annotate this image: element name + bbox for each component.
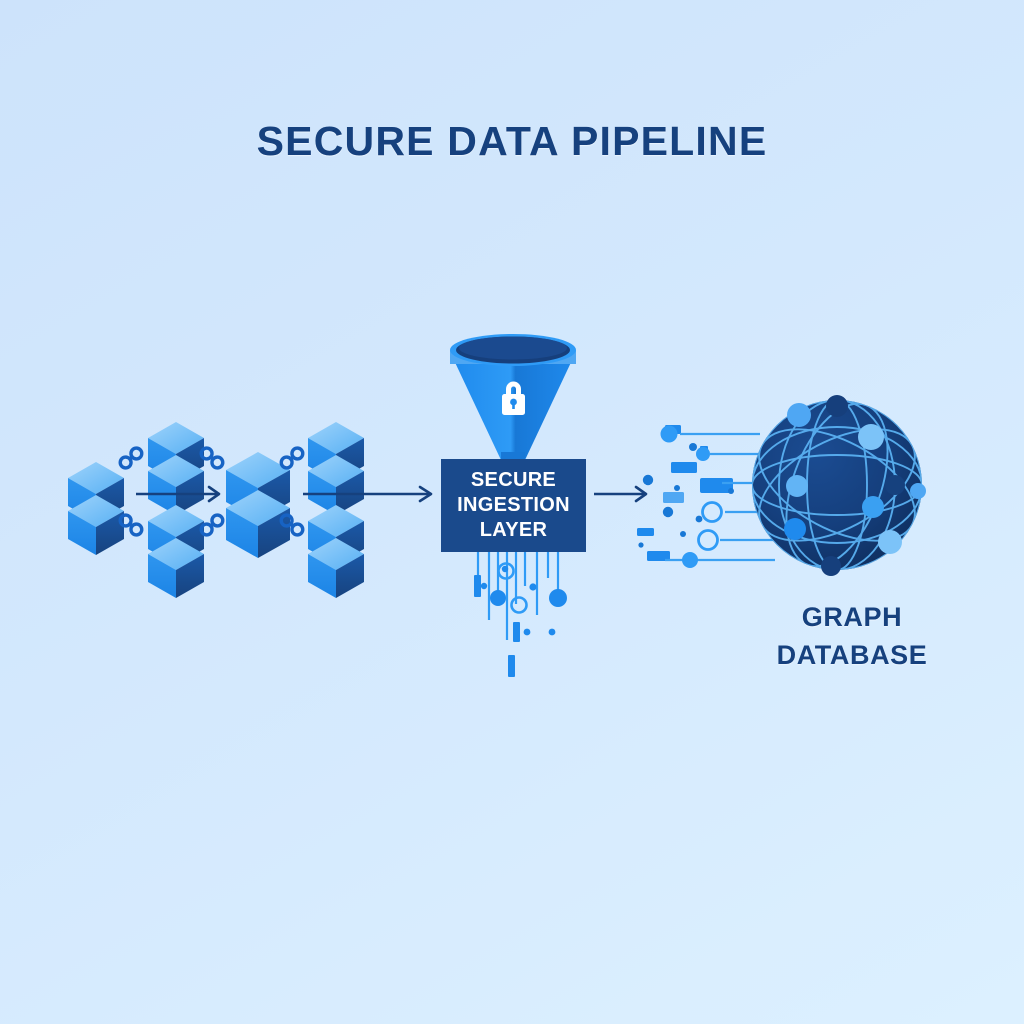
data-drip-group — [474, 552, 567, 677]
graph-db-line-2: DATABASE — [776, 640, 928, 670]
graph-nodes — [784, 395, 926, 576]
chain-link-1 — [118, 446, 144, 470]
arrow-blocks-to-funnel — [303, 485, 433, 503]
chain-link-3 — [199, 446, 225, 470]
chain-links-group — [118, 446, 305, 537]
flow-arrows-group — [136, 485, 648, 503]
arrow-blocks-to-blocks-1 — [136, 485, 221, 503]
network-globe-icon — [752, 395, 926, 576]
blockchain-cubes-group — [68, 422, 364, 598]
cube-stack-4 — [226, 452, 290, 558]
chain-link-2 — [118, 513, 144, 537]
page-title: SECURE DATA PIPELINE — [256, 118, 768, 164]
chain-link-6 — [279, 513, 305, 537]
chain-link-5 — [279, 446, 305, 470]
data-particles-group — [637, 425, 785, 568]
arrow-funnel-to-graph — [594, 485, 648, 503]
cube-stack-1 — [68, 462, 124, 555]
graph-db-line-1: GRAPH — [801, 602, 903, 632]
graph-database-label: GRAPH DATABASE — [737, 598, 967, 674]
cube-stack-3 — [148, 505, 204, 598]
padlock-icon — [502, 381, 525, 415]
secure-ingestion-box — [441, 459, 586, 552]
cube-stack-6 — [308, 505, 364, 598]
cube-stack-5 — [308, 422, 364, 515]
cube-stack-2 — [148, 422, 204, 515]
chain-link-4 — [199, 513, 225, 537]
